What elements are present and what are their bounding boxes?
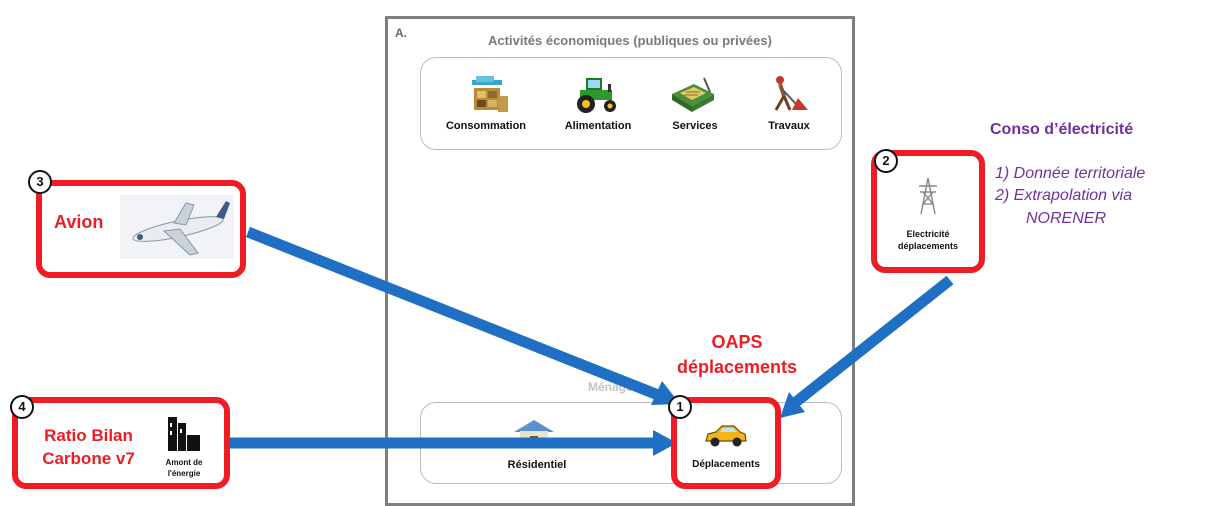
activity-travaux: Travaux bbox=[768, 120, 810, 132]
electricite-line2: déplacements bbox=[897, 241, 959, 251]
ratio-bilan-line2: Carbone v7 bbox=[42, 449, 135, 468]
panel-title: Activités économiques (publiques ou priv… bbox=[488, 33, 772, 48]
activity-alimentation: Alimentation bbox=[564, 120, 632, 132]
pylon-icon bbox=[917, 177, 939, 220]
number-4-badge: 4 bbox=[10, 395, 34, 419]
electricite-label: Electricité déplacements bbox=[876, 228, 980, 252]
consommation-icon bbox=[468, 72, 518, 118]
oaps-line1: OAPS bbox=[711, 332, 763, 352]
oaps-deplacements-title: OAPS déplacements bbox=[666, 330, 808, 380]
services-icon bbox=[668, 74, 718, 120]
note-item-2: 2) Extrapolation via bbox=[995, 187, 1132, 204]
note-item-1: 1) Donnée territoriale bbox=[995, 165, 1146, 182]
oaps-line2: déplacements bbox=[676, 357, 798, 377]
amont-line1: Amont de bbox=[165, 458, 203, 467]
arrow-electricite-to-deplacements bbox=[780, 275, 954, 418]
arrows-layer bbox=[230, 226, 954, 456]
worker-icon bbox=[766, 74, 816, 120]
airplane-icon bbox=[120, 195, 234, 264]
arrow-avion-to-deplacements bbox=[245, 226, 680, 405]
conso-electricite-title: Conso d’électricité bbox=[990, 121, 1134, 138]
activity-services: Services bbox=[672, 120, 718, 132]
activity-consommation: Consommation bbox=[445, 120, 527, 132]
amont-energie-label: Amont de l'énergie bbox=[156, 457, 212, 479]
factory-icon bbox=[166, 413, 202, 458]
avion-label: Avion bbox=[54, 212, 104, 232]
number-2-badge: 2 bbox=[874, 149, 898, 173]
deplacements-label: Déplacements bbox=[692, 459, 760, 470]
electricite-line1: Electricité bbox=[906, 229, 950, 239]
car-icon bbox=[702, 423, 748, 454]
ratio-bilan-label: Ratio Bilan Carbone v7 bbox=[26, 424, 151, 470]
amont-line2: l'énergie bbox=[167, 469, 201, 478]
number-1-badge: 1 bbox=[668, 395, 692, 419]
tractor-icon bbox=[572, 74, 622, 120]
electricite-box bbox=[871, 150, 985, 273]
note-item-3: NORENER bbox=[1026, 210, 1107, 227]
panel-letter: A. bbox=[395, 26, 407, 40]
residentiel-label: Résidentiel bbox=[507, 459, 567, 471]
ratio-bilan-line1: Ratio Bilan bbox=[44, 426, 133, 445]
arrow-ratio-to-deplacements bbox=[230, 430, 677, 456]
number-3-badge: 3 bbox=[28, 170, 52, 194]
